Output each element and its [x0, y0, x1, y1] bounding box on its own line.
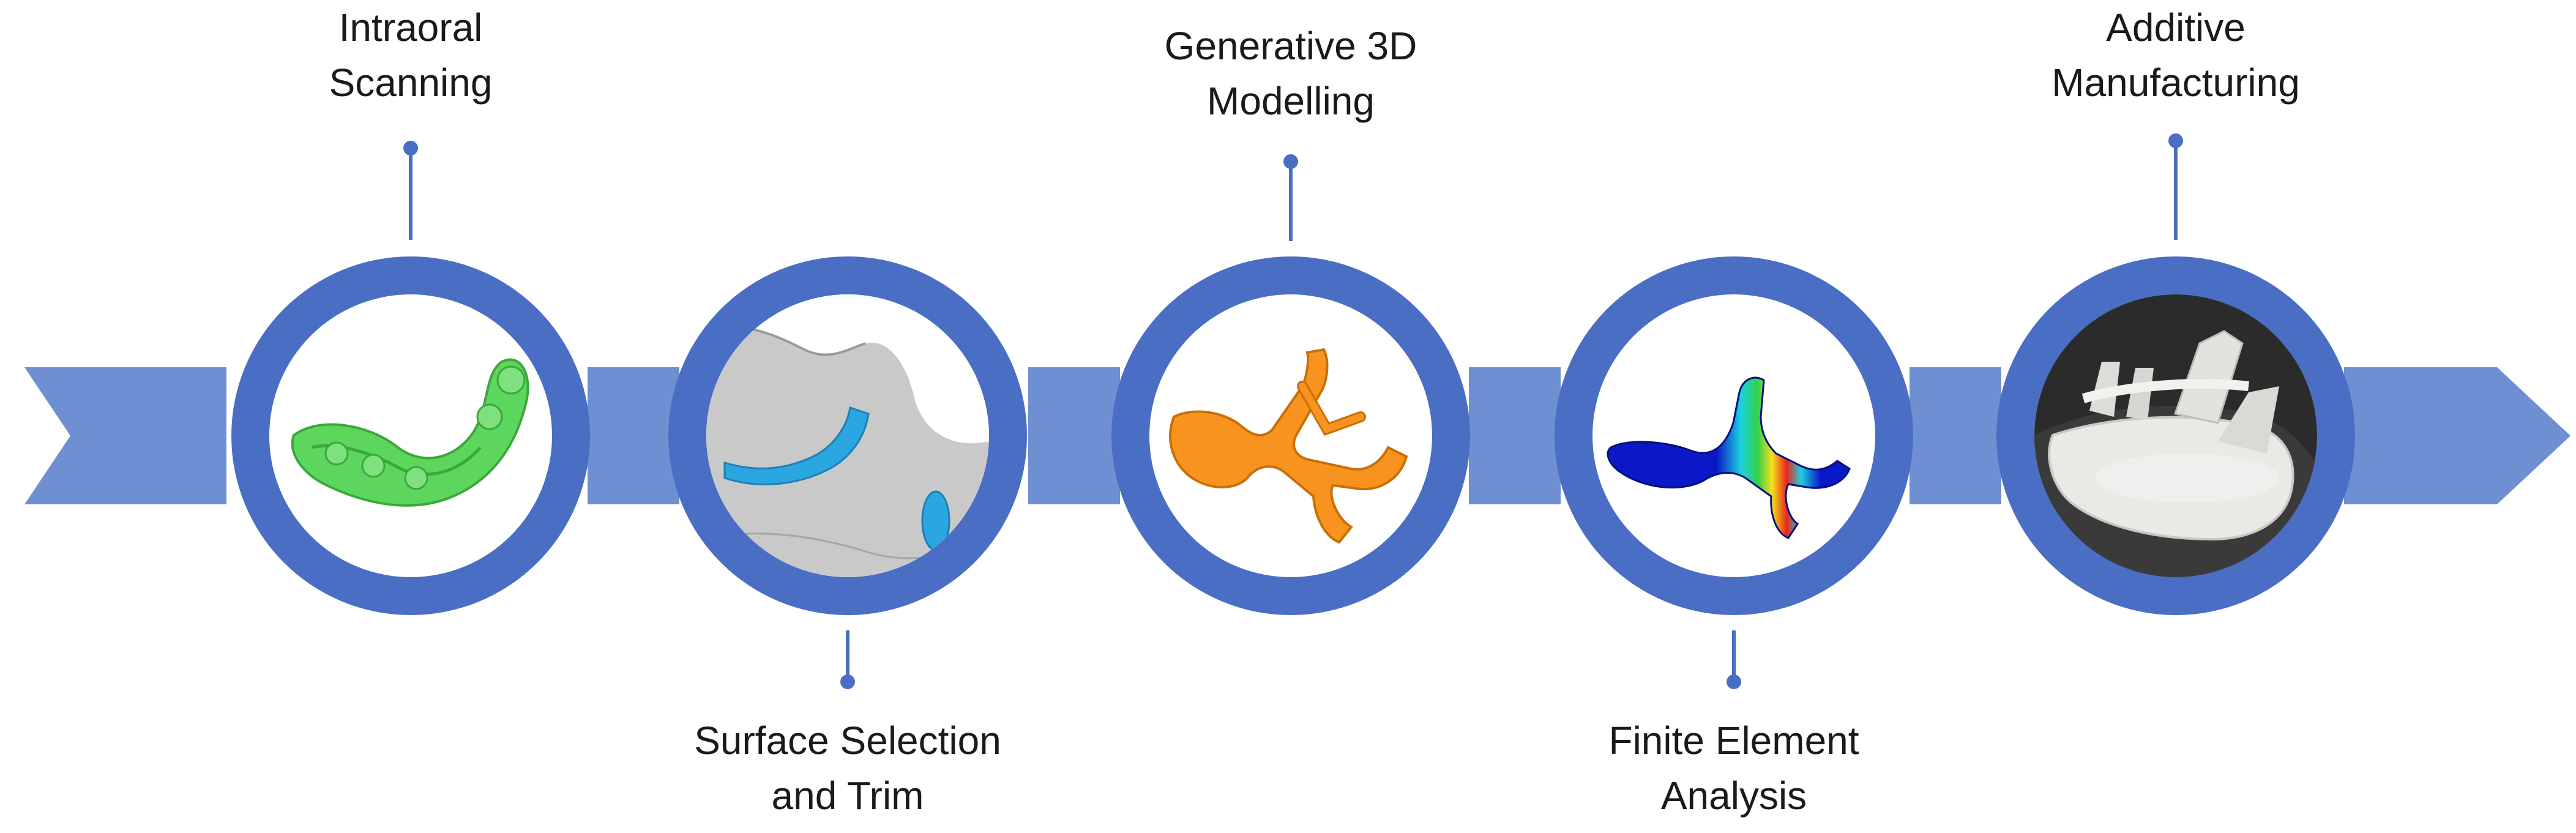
step-5-label-line2: Manufacturing — [2051, 61, 2300, 105]
step-1-label-line1: Intraoral — [338, 6, 483, 50]
step-4-ring — [1555, 256, 1913, 615]
step-3-connector-line — [1289, 162, 1293, 241]
step-1-label-line2: Scanning — [329, 61, 493, 105]
arrow-tail — [24, 367, 226, 504]
step-4-image-frame — [1592, 294, 1875, 577]
step-5-image-frame — [2034, 294, 2317, 577]
step-2-ring — [668, 256, 1027, 615]
fea-stress-map-image — [1607, 376, 1851, 539]
step-3-ring — [1111, 256, 1470, 615]
step-1-image-frame — [269, 294, 552, 577]
step-1-connector-line — [409, 148, 413, 240]
orange-3d-model-image — [1169, 348, 1408, 544]
step-3-label-line2: Modelling — [1207, 79, 1375, 123]
step-2-label-line1: Surface Selection — [694, 719, 1001, 763]
arrow-segment-1 — [588, 367, 679, 504]
step-1-label: Intraoral Scanning — [221, 0, 600, 110]
step-5-label: Additive Manufacturing — [1986, 0, 2365, 110]
step-4-label-line2: Analysis — [1660, 774, 1807, 818]
step-2-image-frame — [706, 294, 989, 577]
step-2-label-line2: and Trim — [771, 774, 924, 818]
step-5-label-line1: Additive — [2106, 6, 2246, 50]
step-3-label-line1: Generative 3D — [1164, 24, 1417, 68]
green-dental-scan-image — [291, 358, 529, 507]
printed-part-photo — [2034, 294, 2317, 577]
step-4-label: Finite Element Analysis — [1544, 713, 1924, 823]
step-4-label-line1: Finite Element — [1608, 719, 1859, 763]
step-4-connector-line — [1732, 630, 1736, 679]
grey-surface-selection-image — [706, 294, 989, 577]
step-5-connector-line — [2174, 141, 2178, 240]
step-3-label: Generative 3D Modelling — [1101, 18, 1480, 129]
arrow-segment-3 — [1469, 367, 1561, 504]
arrow-head — [2344, 367, 2570, 504]
arrow-segment-2 — [1028, 367, 1120, 504]
arrow-segment-4 — [1910, 367, 2001, 504]
step-5-ring — [1996, 256, 2355, 615]
step-2-connector-line — [846, 630, 849, 679]
step-1-ring — [231, 256, 590, 615]
step-2-label: Surface Selection and Trim — [658, 713, 1037, 823]
step-3-image-frame — [1149, 294, 1432, 577]
